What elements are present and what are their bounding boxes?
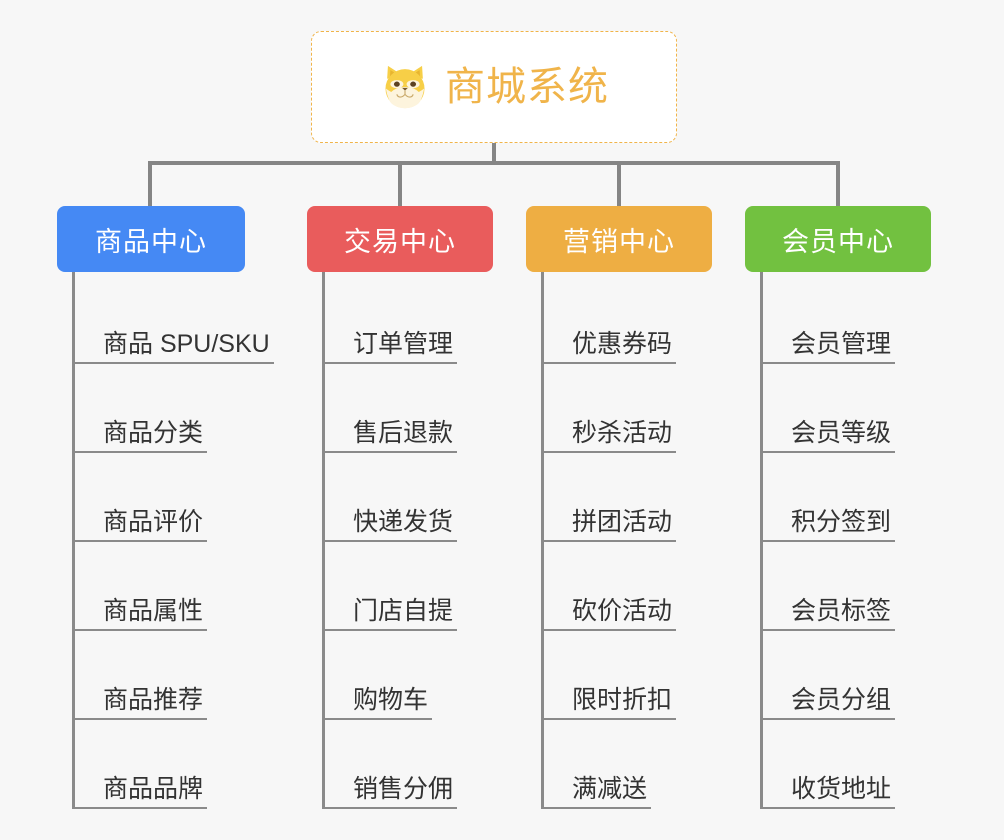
- connector-root-stem: [492, 143, 496, 165]
- leaf-list-1: 商品 SPU/SKU 商品分类 商品评价 商品属性 商品推荐 商品品牌: [72, 272, 274, 809]
- connector-drop-branch-1: [148, 161, 152, 206]
- leaf-item[interactable]: 拼团活动: [544, 453, 712, 542]
- leaf-label: 秒杀活动: [572, 418, 673, 447]
- root-node[interactable]: 商城系统: [311, 31, 677, 143]
- leaf-label: 商品评价: [103, 507, 204, 536]
- leaf-label: 商品推荐: [103, 685, 204, 714]
- leaf-underline: [325, 451, 457, 453]
- branch-header-3[interactable]: 营销中心: [526, 206, 712, 272]
- leaf-label: 门店自提: [353, 596, 454, 625]
- leaf-label: 购物车: [353, 685, 429, 714]
- leaf-label: 砍价活动: [572, 596, 673, 625]
- leaf-label: 满减送: [572, 774, 648, 803]
- leaf-item[interactable]: 商品品牌: [75, 720, 270, 809]
- leaf-label: 会员等级: [791, 418, 892, 447]
- leaf-underline: [325, 362, 457, 364]
- leaf-item[interactable]: 砍价活动: [544, 542, 712, 631]
- branch-header-label-3: 营销中心: [563, 226, 675, 257]
- leaf-underline: [544, 718, 676, 720]
- leaf-underline: [544, 540, 676, 542]
- leaf-label: 快递发货: [353, 507, 454, 536]
- leaf-item[interactable]: 销售分佣: [325, 720, 493, 809]
- leaf-label: 会员管理: [791, 329, 892, 358]
- leaf-list-3: 优惠券码 秒杀活动 拼团活动 砍价活动 限时折扣 满减送: [541, 272, 712, 809]
- leaf-underline: [325, 807, 457, 809]
- leaf-item[interactable]: 门店自提: [325, 542, 493, 631]
- leaf-underline: [75, 540, 207, 542]
- leaf-underline: [75, 362, 274, 364]
- branch-header-4[interactable]: 会员中心: [745, 206, 931, 272]
- leaf-underline: [544, 362, 676, 364]
- leaf-item[interactable]: 商品 SPU/SKU: [75, 272, 274, 364]
- leaf-item[interactable]: 商品属性: [75, 542, 270, 631]
- leaf-underline: [763, 451, 895, 453]
- leaf-underline: [763, 540, 895, 542]
- leaf-underline: [544, 629, 676, 631]
- leaf-underline: [75, 629, 207, 631]
- branch-column-3: 营销中心 优惠券码 秒杀活动 拼团活动 砍价活动 限时折扣 满减送: [526, 206, 712, 809]
- leaf-underline: [763, 629, 895, 631]
- leaf-underline: [75, 718, 207, 720]
- branch-column-4: 会员中心 会员管理 会员等级 积分签到 会员标签 会员分组 收货地址: [745, 206, 931, 809]
- connector-drop-branch-2: [398, 161, 402, 206]
- leaf-label: 销售分佣: [353, 774, 454, 803]
- leaf-item[interactable]: 会员等级: [763, 364, 931, 453]
- branch-header-1[interactable]: 商品中心: [57, 206, 245, 272]
- leaf-underline: [544, 451, 676, 453]
- branch-column-1: 商品中心 商品 SPU/SKU 商品分类 商品评价 商品属性 商品推荐 商品品牌: [57, 206, 274, 809]
- connector-horizontal-bus: [148, 161, 840, 165]
- leaf-item[interactable]: 购物车: [325, 631, 493, 720]
- leaf-label: 收货地址: [791, 774, 892, 803]
- leaf-label: 订单管理: [353, 329, 454, 358]
- branch-header-label-1: 商品中心: [95, 226, 207, 257]
- leaf-label: 会员标签: [791, 596, 892, 625]
- leaf-underline: [75, 451, 207, 453]
- leaf-item[interactable]: 售后退款: [325, 364, 493, 453]
- shiba-dog-face-icon: [385, 65, 425, 109]
- leaf-item[interactable]: 秒杀活动: [544, 364, 712, 453]
- leaf-label: 商品分类: [103, 418, 204, 447]
- leaf-item[interactable]: 优惠券码: [544, 272, 712, 364]
- leaf-item[interactable]: 会员管理: [763, 272, 931, 364]
- leaf-item[interactable]: 订单管理: [325, 272, 493, 364]
- leaf-label: 售后退款: [353, 418, 454, 447]
- leaf-label: 商品 SPU/SKU: [103, 329, 270, 358]
- leaf-item[interactable]: 快递发货: [325, 453, 493, 542]
- leaf-item[interactable]: 商品分类: [75, 364, 270, 453]
- leaf-label: 优惠券码: [572, 329, 673, 358]
- leaf-item[interactable]: 积分签到: [763, 453, 931, 542]
- leaf-label: 拼团活动: [572, 507, 673, 536]
- leaf-label: 商品属性: [103, 596, 204, 625]
- connector-drop-branch-3: [617, 161, 621, 206]
- leaf-label: 积分签到: [791, 507, 892, 536]
- leaf-list-4: 会员管理 会员等级 积分签到 会员标签 会员分组 收货地址: [760, 272, 931, 809]
- leaf-underline: [325, 540, 457, 542]
- leaf-item[interactable]: 限时折扣: [544, 631, 712, 720]
- branch-header-label-2: 交易中心: [344, 226, 456, 257]
- branch-header-label-4: 会员中心: [782, 226, 894, 257]
- leaf-underline: [763, 718, 895, 720]
- leaf-item[interactable]: 收货地址: [763, 720, 931, 809]
- leaf-label: 会员分组: [791, 685, 892, 714]
- leaf-item[interactable]: 会员标签: [763, 542, 931, 631]
- leaf-item[interactable]: 商品推荐: [75, 631, 270, 720]
- leaf-underline: [325, 629, 457, 631]
- leaf-label: 限时折扣: [572, 685, 673, 714]
- leaf-underline: [75, 807, 207, 809]
- leaf-list-2: 订单管理 售后退款 快递发货 门店自提 购物车 销售分佣: [322, 272, 493, 809]
- leaf-label: 商品品牌: [103, 774, 204, 803]
- root-title: 商城系统: [445, 65, 609, 109]
- leaf-underline: [544, 807, 651, 809]
- branch-column-2: 交易中心 订单管理 售后退款 快递发货 门店自提 购物车 销售分佣: [307, 206, 493, 809]
- leaf-underline: [763, 807, 895, 809]
- leaf-item[interactable]: 会员分组: [763, 631, 931, 720]
- leaf-item[interactable]: 商品评价: [75, 453, 270, 542]
- leaf-underline: [763, 362, 895, 364]
- leaf-item[interactable]: 满减送: [544, 720, 712, 809]
- leaf-underline: [325, 718, 432, 720]
- branch-header-2[interactable]: 交易中心: [307, 206, 493, 272]
- connector-drop-branch-4: [836, 161, 840, 206]
